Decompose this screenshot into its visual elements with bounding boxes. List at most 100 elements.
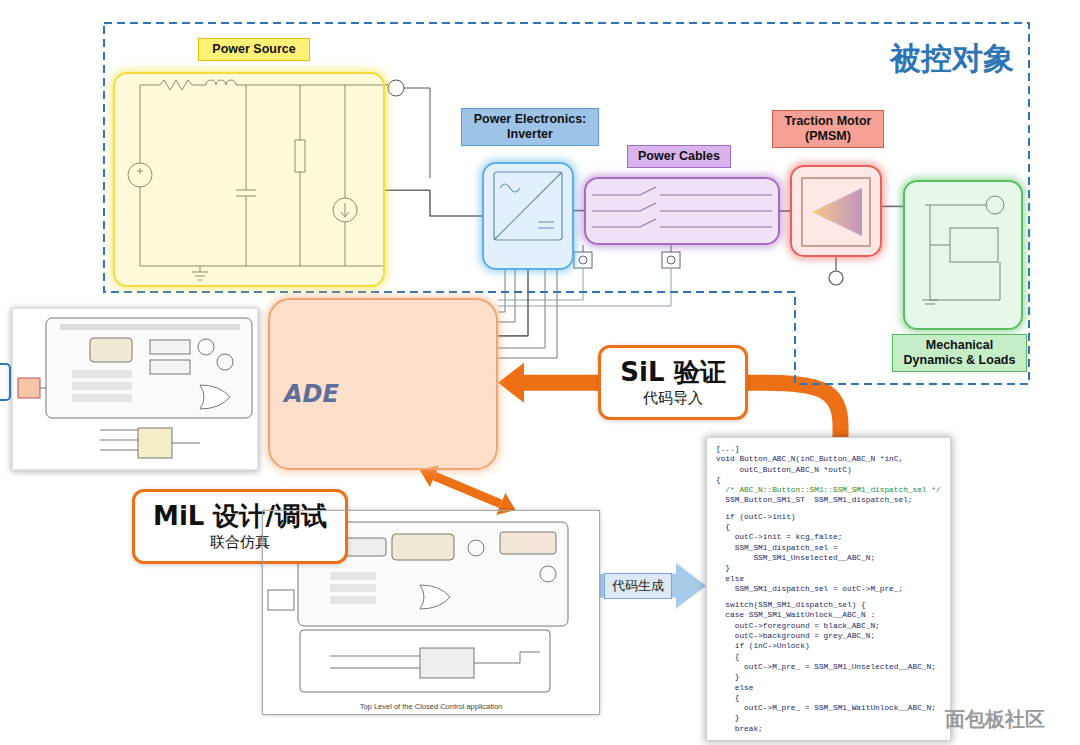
code-line: outC->M_pre_ = SSM_SM1_WaitUnlock__ABC_N…: [716, 703, 941, 713]
statechart-screenshot: [200, 385, 230, 409]
code-line: break;: [716, 724, 941, 734]
statechart-screenshot: [198, 339, 214, 355]
current-sensor: [574, 252, 592, 268]
watermark: 面包板社区: [945, 706, 1045, 733]
model-window-content: [468, 540, 484, 556]
gate-signal-wire: [498, 270, 557, 358]
callout-text: 联合仿真: [149, 532, 331, 552]
block-heading: Power Electronics: Inverter: [461, 108, 599, 146]
code-line: else: [716, 683, 941, 693]
sil-arrow: [748, 383, 841, 437]
model-window-content: [392, 534, 454, 560]
statechart-screenshot: [60, 324, 240, 330]
code-listing: [...]void Button_ABC_N(inC_Button_ABC_N …: [706, 437, 951, 741]
code-line: SSM_Button_SM1_ST SSM_SM1_dispatch_sel;: [716, 495, 941, 505]
edge-label: 代码生成: [604, 573, 672, 599]
code-line: [...]: [716, 444, 941, 454]
current-sensor: [583, 245, 671, 252]
code-line: outC->M_pre_ = SSM_SM1_Unselected__ABC_N…: [716, 662, 941, 672]
traction-motor-block: Traction Motor (PMSM): [790, 165, 882, 257]
model-window-content: [420, 648, 474, 678]
block-heading: Power Cables: [627, 145, 731, 168]
current-sensor: [662, 252, 680, 268]
statechart-screenshot: [150, 360, 190, 374]
statechart-screenshot: [217, 354, 233, 370]
power-wire: [780, 210, 790, 212]
code-line: else: [716, 574, 941, 584]
callout-text: SiL 验证: [615, 357, 731, 388]
shaft-link: [882, 206, 903, 208]
statechart-screenshot: [72, 394, 132, 402]
code-line: if (outC->init): [716, 512, 941, 522]
power-source-schematic: [404, 88, 430, 178]
model-window-content: [330, 596, 376, 604]
model-window-content: [300, 630, 550, 692]
controller-block: ADE: [268, 298, 498, 470]
statechart-screenshot: [90, 338, 132, 362]
model-window-content: [330, 584, 376, 592]
region-title: 被控对象: [890, 38, 1014, 80]
power-source-schematic: [388, 80, 404, 96]
power-wire: [385, 190, 482, 216]
statechart-screenshot: [72, 382, 132, 390]
left-bracket: [0, 364, 10, 400]
statechart-screenshot: [150, 340, 190, 354]
statechart-screenshot: [40, 388, 46, 389]
code-line: {: [716, 652, 941, 662]
signal-wire: [498, 270, 528, 336]
window-caption: Top Level of the Closed Control applicat…: [263, 702, 599, 711]
callout-text: 代码导入: [615, 388, 731, 408]
code-line: switch(SSM_SM1_dispatch_sel) {: [716, 600, 941, 610]
code-line: {: [716, 522, 941, 532]
model-window-content: [330, 572, 376, 580]
plant-region: 被控对象Power SourcePower Electronics: Inver…: [103, 22, 1030, 385]
left-bracket: [0, 364, 10, 400]
sil-arrow: [524, 375, 598, 391]
code-line: SSM_SM1_dispatch_sel = outC->M_pre_;: [716, 584, 941, 594]
statechart-screenshot: [12, 308, 258, 470]
region-outline: [104, 23, 1029, 384]
block-heading: Mechanical Dynamics & Loads: [892, 334, 1027, 372]
inverter-block: Power Electronics: Inverter: [482, 162, 574, 270]
power-source-schematic: [385, 85, 388, 86]
code-line: }: [716, 713, 941, 723]
code-line: }: [716, 563, 941, 573]
statechart-screenshot: [138, 428, 172, 458]
code-line: outC->foreground = black_ABC_N;: [716, 621, 941, 631]
block-heading: Traction Motor (PMSM): [772, 110, 884, 148]
model-window-content: [540, 566, 556, 582]
statechart-screenshot: [12, 308, 258, 470]
statechart-screenshot: [100, 430, 200, 450]
statechart-screenshot: [72, 370, 132, 378]
callout-text: MiL 设计/调试: [149, 501, 331, 532]
model-window-content: [268, 590, 294, 610]
power-wire: [574, 210, 584, 212]
code-line: void Button_ABC_N(inC_Button_ABC_N *inC,: [716, 454, 941, 464]
current-sensor: [498, 268, 671, 306]
code-line: {: [716, 475, 941, 485]
code-line: if (inC->Unlock): [716, 641, 941, 651]
power-source-block: Power Source: [113, 72, 385, 287]
code-line: outC->init = kcg_false;: [716, 532, 941, 542]
statechart-screenshot: [18, 378, 40, 398]
mechanical-block: Mechanical Dynamics & Loads: [903, 180, 1023, 330]
sil-callout: SiL 验证代码导入: [598, 345, 748, 420]
model-window-content: [420, 585, 450, 609]
statechart-screenshot: [46, 318, 252, 418]
current-sensor: [667, 256, 675, 264]
mil-callout: MiL 设计/调试联合仿真: [132, 489, 348, 564]
block-heading: Power Source: [198, 38, 310, 61]
motor-symbol: [835, 257, 836, 271]
code-line: SSM_SM1_dispatch_sel =: [716, 543, 941, 553]
code-line: outC_Button_ABC_N *outC): [716, 465, 941, 475]
code-line: {: [716, 693, 941, 703]
code-line: }: [716, 672, 941, 682]
code-line: SSM_SM1_Unselected__ABC_N;: [716, 553, 941, 563]
current-sensor: [579, 256, 587, 264]
code-line: /* ABC_N::Button::SM1::SSM_SM1_dispatch_…: [716, 485, 941, 495]
model-window: Top Level of the Closed Control applicat…: [262, 510, 600, 715]
power-cables-block: Power Cables: [584, 177, 780, 245]
code-line: outC->background = grey_ABC_N;: [716, 631, 941, 641]
